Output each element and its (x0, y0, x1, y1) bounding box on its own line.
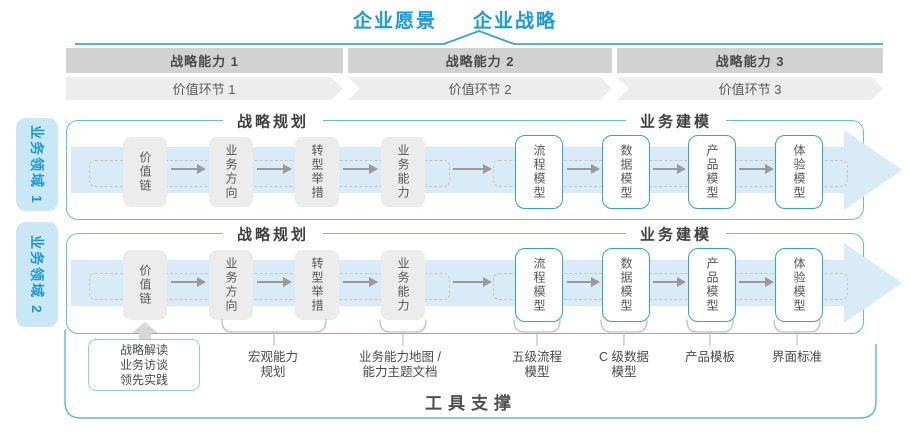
note-ui-standard: 界面标准 (772, 350, 822, 365)
right-arrow-icon (257, 164, 292, 174)
note-line: 能力主题文档 (362, 365, 438, 379)
box-business-direction-label: 业务方向 (224, 144, 238, 200)
box-process-model: 流程模型 (515, 248, 563, 322)
note-line: 规划 (260, 365, 286, 379)
domain-1-flow-panel: 价值链 业务方向 转型举措 业务能力 流程模型 数据模型 产品模型 体验模型 战… (66, 110, 902, 220)
flow-arrow-head (844, 243, 902, 323)
note-line: C 级数据 (598, 350, 650, 364)
strategic-capability-3-bar: 战略能力 3 (617, 48, 883, 73)
planning-dashed-band (89, 273, 450, 300)
right-arrow-icon (171, 164, 206, 174)
practice-line-2: 业务访谈 (119, 357, 168, 372)
box-business-capability-label: 业务能力 (396, 257, 410, 313)
business-domain-2-label: 业务领域 2 (16, 222, 58, 327)
right-arrow-icon (453, 277, 492, 287)
note-line: 宏观能力 (247, 350, 299, 364)
strategic-planning-header: 战略规划 (222, 110, 324, 132)
box-data-model-label: 数据模型 (619, 144, 633, 200)
note-line: 业务能力地图 / (359, 350, 441, 364)
note-five-level-process-model: 五级流程 模型 (512, 350, 562, 380)
strategic-capability-2-bar: 战略能力 2 (348, 48, 612, 73)
box-transformation-initiatives: 转型举措 (295, 250, 339, 320)
page-title: 企业愿景 企业战略 (0, 6, 910, 33)
box-product-model: 产品模型 (688, 248, 736, 322)
box-product-model-label: 产品模型 (705, 257, 719, 313)
box-process-model-label: 流程模型 (532, 257, 546, 313)
right-arrow-icon (567, 164, 600, 174)
right-arrow-icon (653, 277, 686, 287)
box-business-capability: 业务能力 (381, 250, 425, 320)
box-product-model-label: 产品模型 (705, 144, 719, 200)
box-business-direction: 业务方向 (209, 250, 253, 320)
box-process-model: 流程模型 (515, 135, 563, 209)
right-arrow-icon (653, 164, 686, 174)
right-arrow-icon (171, 277, 206, 287)
box-data-model-label: 数据模型 (619, 257, 633, 313)
note-line: 模型 (611, 365, 637, 379)
note-c-level-data-model: C 级数据 模型 (599, 350, 649, 380)
box-business-capability: 业务能力 (381, 137, 425, 207)
box-experience-model: 体验模型 (775, 135, 823, 209)
business-modeling-header: 业务建模 (625, 110, 727, 132)
box-experience-model-label: 体验模型 (792, 144, 806, 200)
modeling-dashed-band (493, 160, 848, 187)
modeling-dashed-band (493, 273, 848, 300)
planning-dashed-band (89, 160, 450, 187)
box-business-direction-label: 业务方向 (224, 257, 238, 313)
note-capability-map-docs: 业务能力地图 / 能力主题文档 (359, 350, 441, 380)
tool-support-label: 工具支撑 (425, 394, 517, 413)
box-product-model: 产品模型 (688, 135, 736, 209)
box-transformation-initiatives: 转型举措 (295, 137, 339, 207)
box-value-chain: 价值链 (123, 137, 167, 207)
enterprise-strategy-title: 企业战略 (473, 11, 558, 32)
right-arrow-icon (343, 164, 378, 174)
box-experience-model-label: 体验模型 (792, 257, 806, 313)
business-domain-1-text: 业务领域 1 (29, 124, 45, 205)
business-domain-1-label: 业务领域 1 (16, 118, 58, 211)
practice-line-3: 领先实践 (119, 372, 168, 387)
note-line: 五级流程 (511, 350, 563, 364)
box-transformation-initiatives-label: 转型举措 (310, 257, 324, 313)
enterprise-vision-title: 企业愿景 (352, 11, 437, 32)
right-arrow-icon (739, 164, 774, 174)
business-modeling-header: 业务建模 (625, 223, 727, 245)
business-domain-2-text: 业务领域 2 (29, 234, 45, 315)
note-macro-capability-planning: 宏观能力 规划 (248, 350, 298, 380)
box-value-chain-label: 价值链 (138, 151, 152, 193)
strategic-planning-header: 战略规划 (222, 223, 324, 245)
box-data-model: 数据模型 (602, 248, 650, 322)
right-arrow-icon (453, 164, 492, 174)
box-data-model: 数据模型 (602, 135, 650, 209)
value-link-3-label: 价值环节 3 (718, 82, 782, 97)
up-arrow-head (132, 322, 158, 333)
right-arrow-icon (739, 277, 774, 287)
box-value-chain-label: 价值链 (138, 264, 152, 306)
flow-arrow-head (844, 130, 902, 210)
box-process-model-label: 流程模型 (532, 144, 546, 200)
practice-line-1: 战略解读 (119, 342, 168, 357)
note-line: 界面标准 (771, 350, 823, 364)
value-link-2-label: 价值环节 2 (448, 82, 512, 97)
box-business-capability-label: 业务能力 (396, 144, 410, 200)
right-arrow-icon (567, 277, 600, 287)
strategic-capability-1-bar: 战略能力 1 (66, 48, 343, 73)
right-arrow-icon (343, 277, 378, 287)
note-line: 产品模板 (684, 350, 736, 364)
domain-2-flow-panel: 价值链 业务方向 转型举措 业务能力 流程模型 数据模型 产品模型 体验模型 战… (66, 223, 902, 334)
practice-note-box: 战略解读 业务访谈 领先实践 (88, 339, 200, 391)
box-experience-model: 体验模型 (775, 248, 823, 322)
value-link-1-label: 价值环节 1 (172, 82, 236, 97)
note-line: 模型 (524, 365, 550, 379)
box-value-chain: 价值链 (123, 250, 167, 320)
box-business-direction: 业务方向 (209, 137, 253, 207)
note-product-template: 产品模板 (685, 350, 735, 365)
box-transformation-initiatives-label: 转型举措 (310, 144, 324, 200)
right-arrow-icon (257, 277, 292, 287)
